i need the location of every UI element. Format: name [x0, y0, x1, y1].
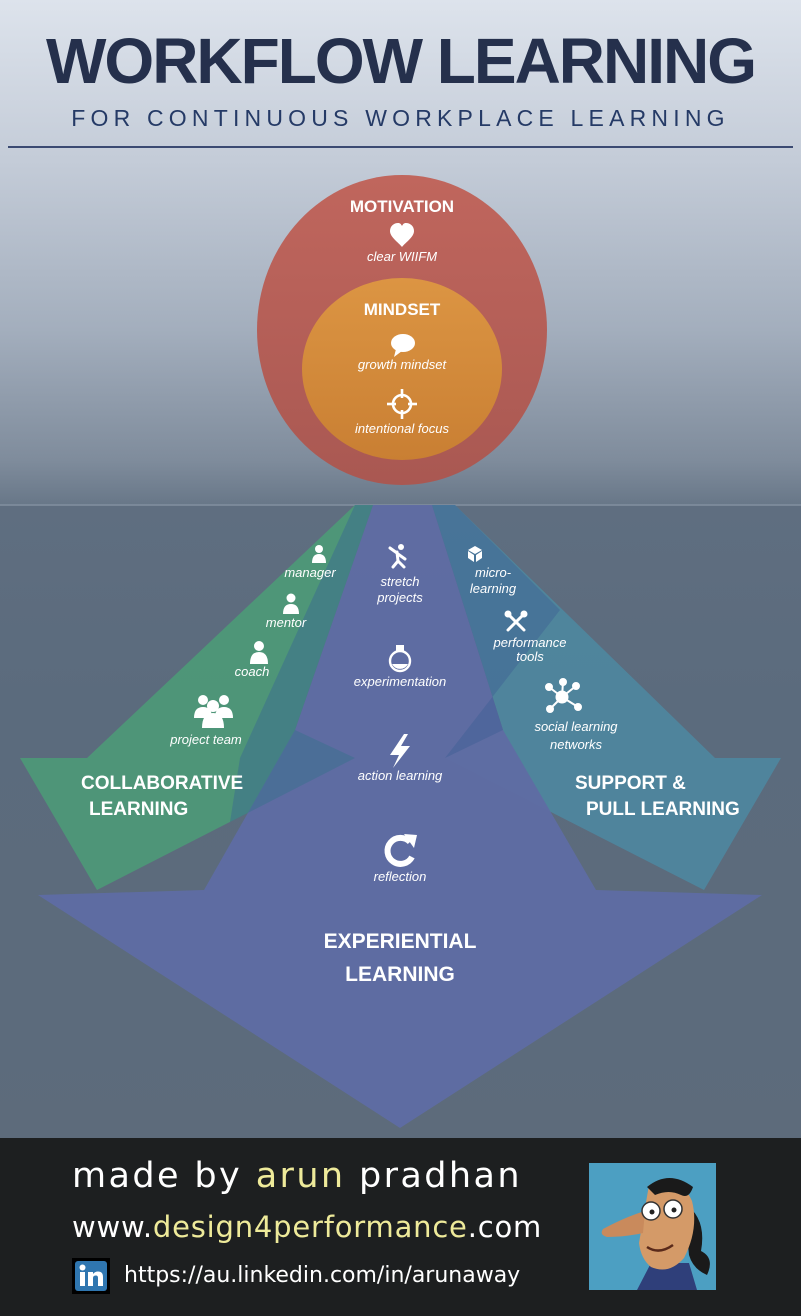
- manager-label: manager: [284, 565, 336, 580]
- network-icon: [545, 678, 582, 713]
- coach-label: coach: [234, 664, 270, 679]
- collaborative-overlap: [230, 505, 373, 822]
- stretch-label-line2: projects: [377, 590, 423, 605]
- manager-person-icon: [312, 545, 326, 563]
- title-divider: [8, 146, 793, 148]
- social-networks-label-line1: social learning: [534, 719, 618, 734]
- brain-icon: [391, 334, 415, 357]
- micro-learning-label-line1: micro-: [474, 565, 512, 580]
- support-overlap: [432, 505, 560, 758]
- intentional-focus-label: intentional focus: [355, 421, 449, 436]
- website-prefix: www.: [72, 1210, 153, 1244]
- refresh-icon: [384, 834, 417, 867]
- experimentation-label: experimentation: [353, 674, 447, 689]
- performance-tools-label-line2: tools: [516, 649, 544, 664]
- motivation-heading: MOTIVATION: [349, 197, 455, 216]
- website-suffix: .com: [467, 1210, 543, 1244]
- page-title: WORKFLOW LEARNING: [46, 25, 757, 97]
- clear-wiifm-label: clear WIIFM: [366, 249, 438, 264]
- website-link[interactable]: www.design4performance.com: [72, 1210, 542, 1244]
- action-learning-label: action learning: [357, 768, 443, 783]
- micro-learning-label-line2: learning: [469, 581, 517, 596]
- author-first-name: arun: [255, 1156, 346, 1196]
- project-team-label: project team: [170, 732, 242, 747]
- mindset-circle: [302, 278, 502, 460]
- reflection-label: reflection: [373, 869, 427, 884]
- author-avatar: [589, 1163, 716, 1290]
- made-by-prefix: made by: [72, 1156, 256, 1196]
- mentor-person-icon: [283, 593, 299, 614]
- flask-icon: [388, 645, 412, 673]
- linkedin-url[interactable]: https://au.linkedin.com/in/arunaway: [124, 1263, 521, 1288]
- made-by-line: made by arun pradhan: [72, 1156, 522, 1196]
- coach-person-icon: [250, 641, 268, 664]
- footer: made by arun pradhan www.design4performa…: [0, 1138, 801, 1316]
- cube-icon: [468, 546, 482, 562]
- social-networks-label-line2: networks: [549, 737, 603, 752]
- mentor-label: mentor: [265, 615, 307, 630]
- performance-tools-label-line1: performance: [493, 635, 567, 650]
- website-domain: design4performance: [152, 1210, 468, 1244]
- experiential-heading-line1: EXPERIENTIAL: [323, 930, 477, 953]
- support-heading-line2: PULL LEARNING: [586, 799, 740, 820]
- diagram-graphic: [20, 175, 781, 1128]
- mindset-heading: MINDSET: [363, 300, 441, 319]
- growth-mindset-label: growth mindset: [357, 357, 447, 372]
- author-last-name: pradhan: [345, 1156, 522, 1196]
- heart-icon: [390, 223, 414, 247]
- page-subtitle: FOR CONTINUOUS WORKPLACE LEARNING: [71, 105, 730, 131]
- collaborative-heading-line1: COLLABORATIVE: [81, 773, 244, 794]
- support-heading-line1: SUPPORT &: [575, 773, 686, 794]
- linkedin-icon[interactable]: [72, 1258, 110, 1294]
- stretch-label-line1: stretch: [380, 574, 420, 589]
- stretch-figure-icon: [388, 544, 407, 569]
- lightning-icon: [390, 734, 410, 768]
- crosshair-icon: [387, 389, 417, 419]
- experiential-heading-line2: LEARNING: [345, 963, 455, 986]
- team-icon: [194, 695, 233, 728]
- collaborative-heading-line2: LEARNING: [89, 799, 189, 820]
- experiential-arrow: [38, 505, 762, 1128]
- tools-icon: [504, 610, 528, 632]
